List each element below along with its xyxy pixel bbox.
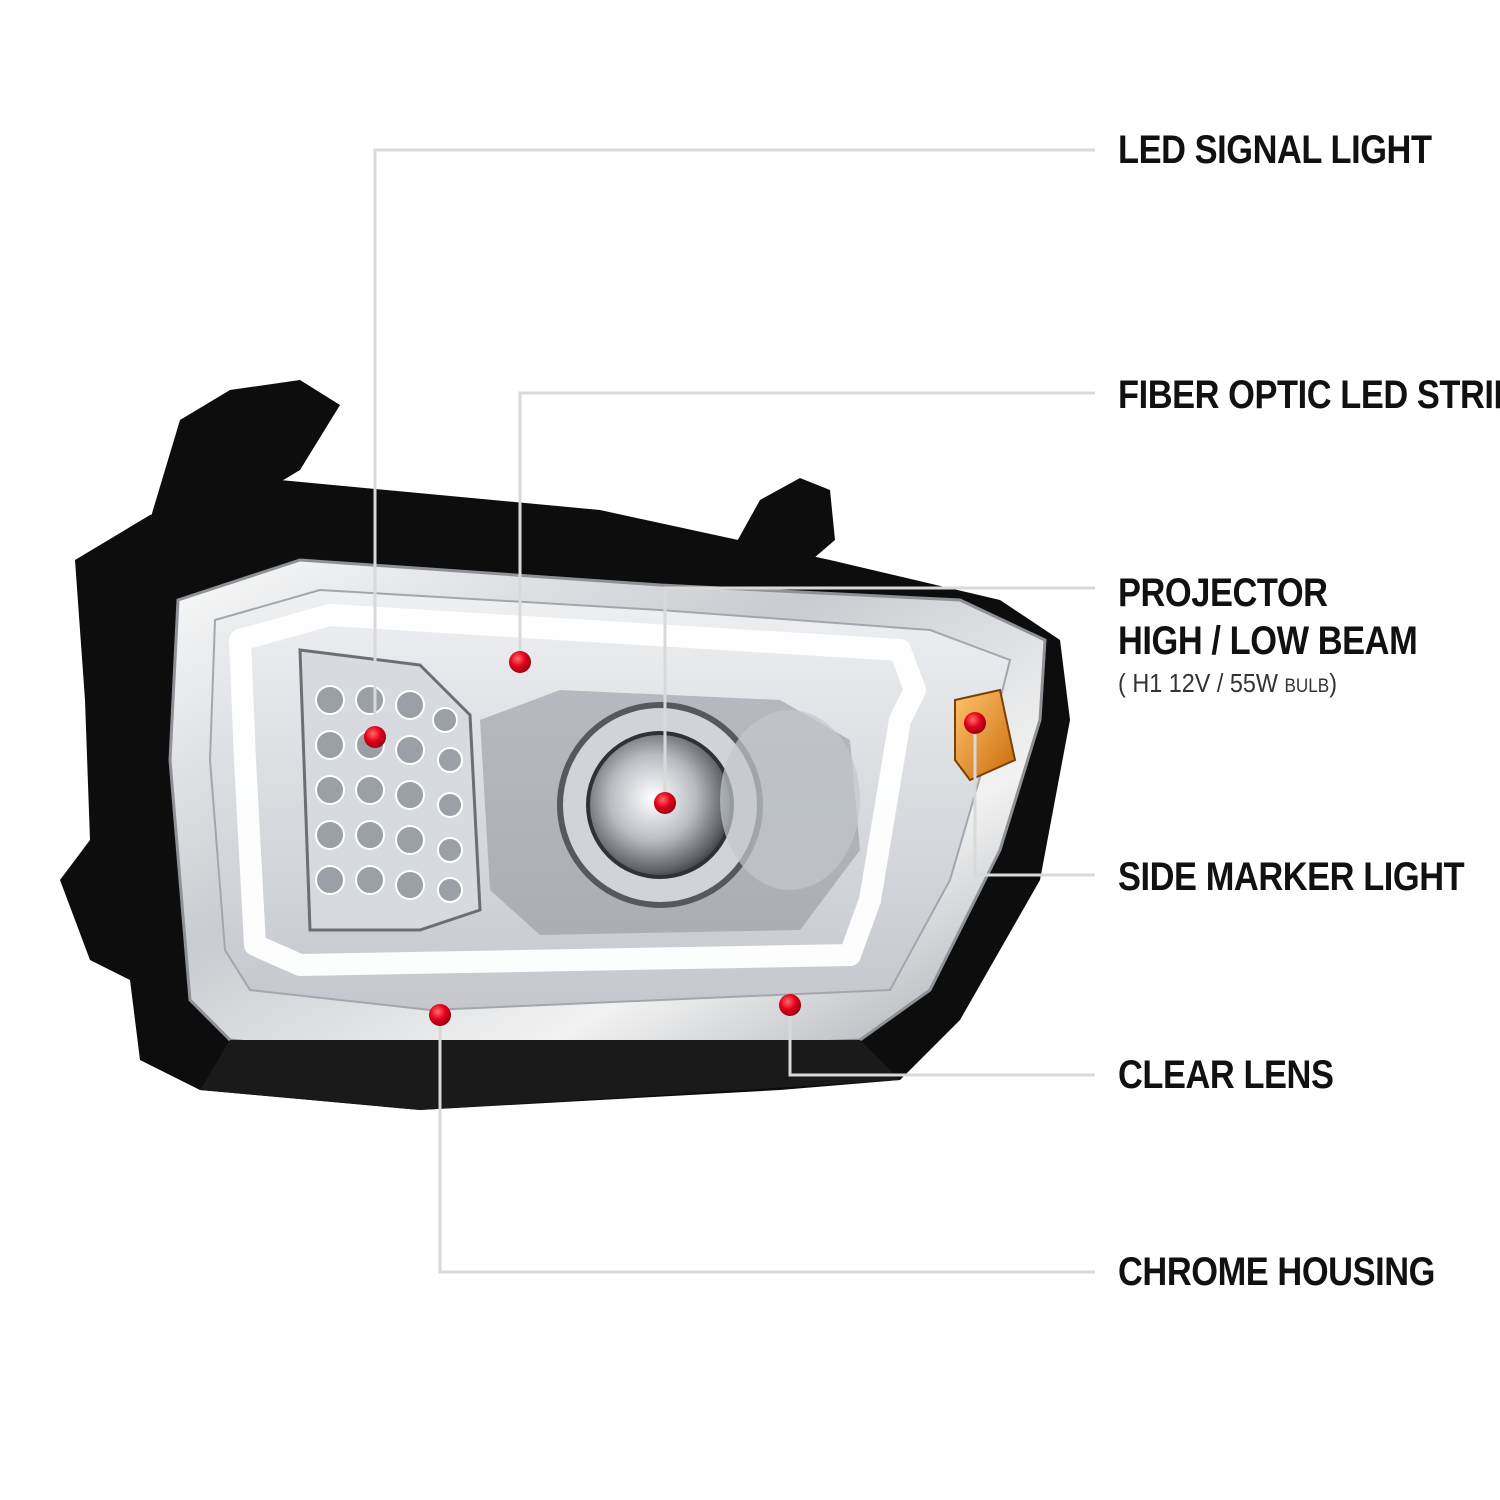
marker-dot-projector bbox=[654, 792, 676, 814]
leader-line-fiber-optic bbox=[518, 391, 1095, 662]
label-clear-lens: CLEAR LENS bbox=[1118, 1053, 1334, 1097]
marker-dot-clear-lens bbox=[779, 994, 801, 1016]
leader-line-projector bbox=[663, 586, 1095, 803]
amber-side-marker bbox=[954, 688, 1017, 782]
label-projector: PROJECTOR bbox=[1118, 571, 1328, 615]
leader-lines bbox=[373, 148, 1095, 1274]
marker-dot-side-marker bbox=[964, 712, 986, 734]
label-chrome-housing: CHROME HOUSING bbox=[1118, 1250, 1435, 1294]
marker-dot-chrome-housing bbox=[429, 1004, 451, 1026]
bulb-spec-bulb: H1 bbox=[1132, 668, 1163, 698]
label-high-low-beam: HIGH / LOW BEAM bbox=[1118, 619, 1418, 663]
marker-dot-led-signal bbox=[364, 726, 386, 748]
projector-shroud bbox=[720, 710, 860, 890]
leader-line-led-signal bbox=[373, 148, 1095, 737]
leader-line-clear-lens bbox=[788, 1005, 1095, 1077]
bulb-spec: ( H1 12V / 55W BULB) bbox=[1118, 668, 1337, 699]
headlight-assembly bbox=[60, 380, 1070, 1110]
label-led-signal-light: LED SIGNAL LIGHT bbox=[1118, 128, 1432, 172]
bulb-spec-suffix: BULB bbox=[1284, 676, 1330, 697]
bulb-spec-close-paren: ) bbox=[1329, 668, 1338, 698]
led-signal-grid bbox=[315, 685, 463, 903]
marker-dot-fiber-optic bbox=[509, 651, 531, 673]
label-fiber-optic-led-strip: FIBER OPTIC LED STRIP bbox=[1118, 373, 1500, 417]
leader-line-chrome-housing bbox=[438, 1015, 1095, 1274]
bulb-spec-open-paren: ( bbox=[1118, 668, 1126, 698]
label-side-marker-light: SIDE MARKER LIGHT bbox=[1118, 855, 1465, 899]
bulb-spec-voltage: 12V / 55W bbox=[1168, 668, 1279, 698]
leader-line-side-marker bbox=[973, 723, 1095, 877]
marker-dots bbox=[364, 651, 986, 1026]
fiber-optic-bar bbox=[229, 604, 926, 976]
bottom-lip bbox=[200, 1040, 900, 1110]
